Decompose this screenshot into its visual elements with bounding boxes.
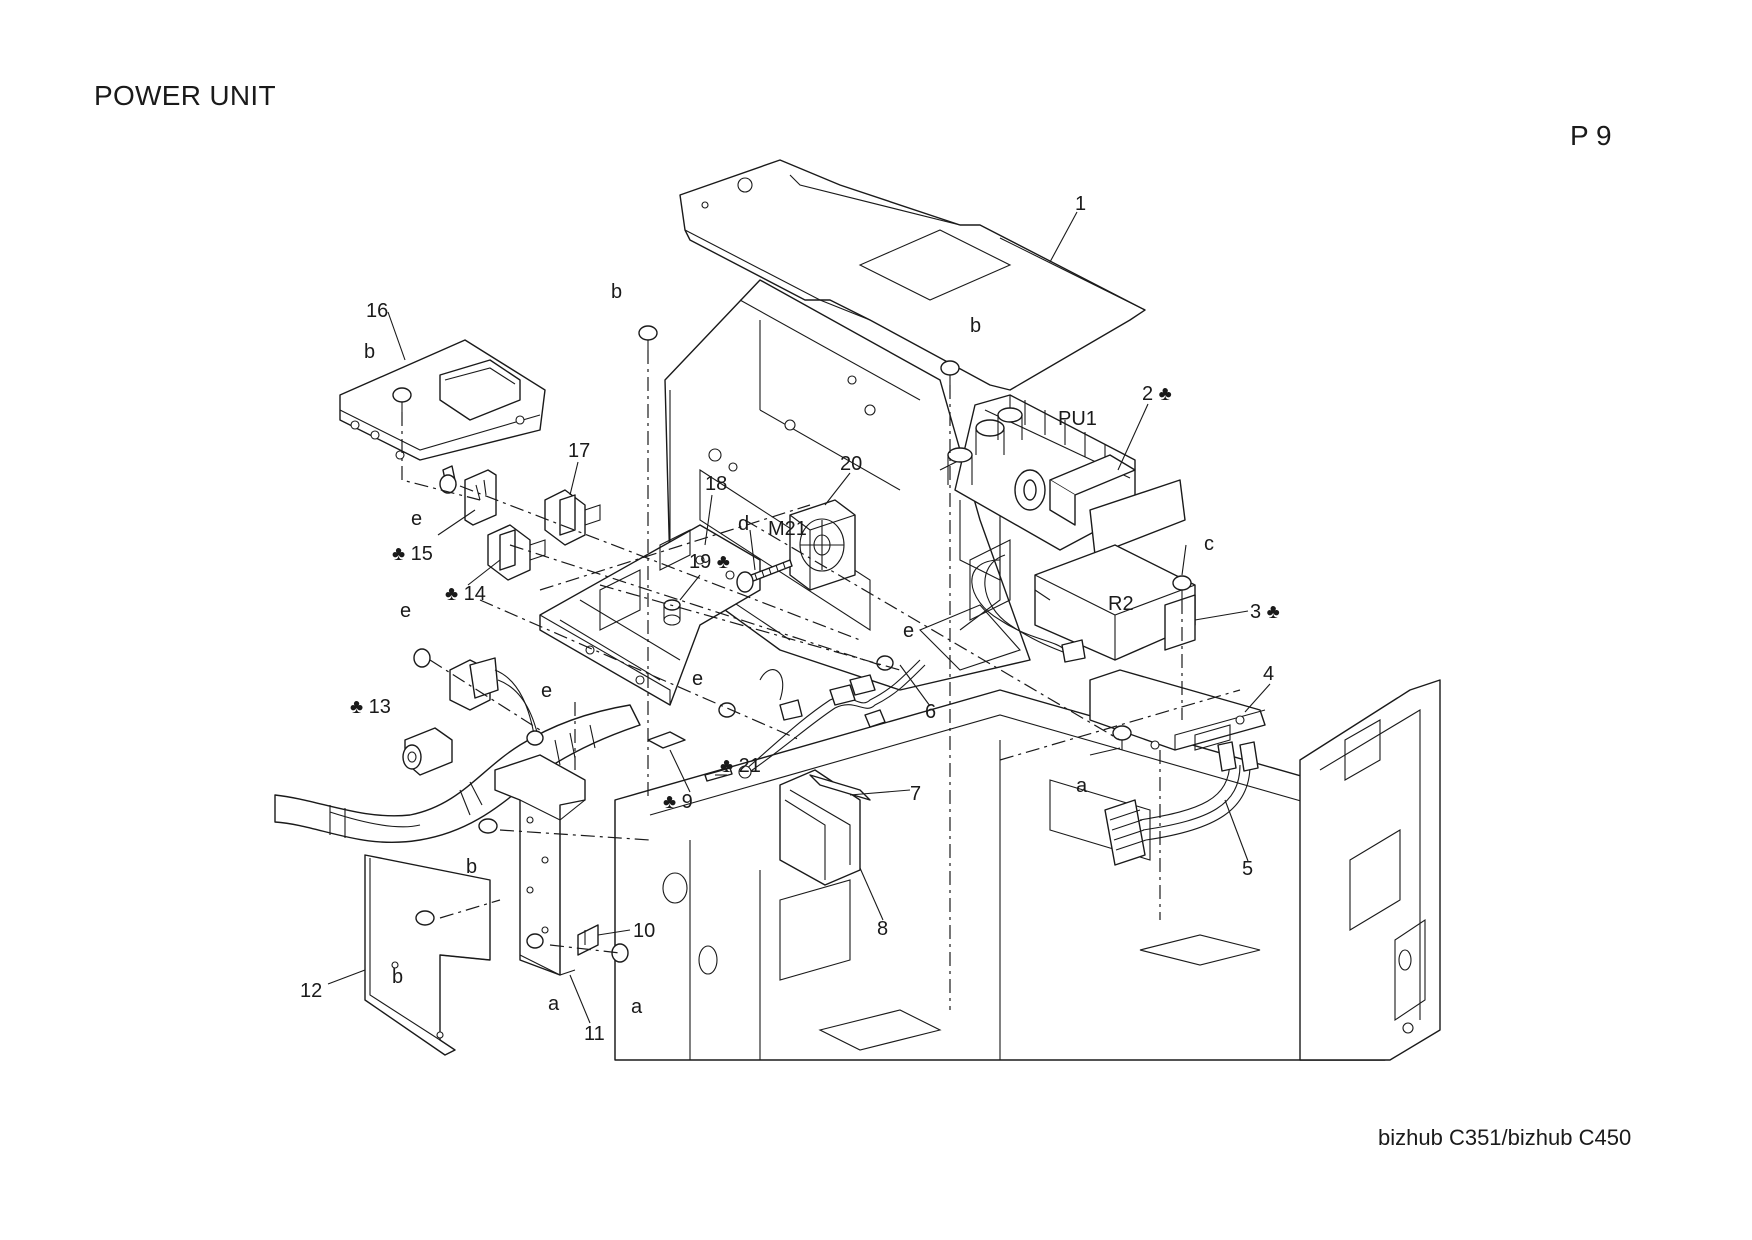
screw-label-e-left: e [400, 600, 411, 622]
callout-20: 20 [840, 453, 862, 475]
board-part-7 [779, 769, 871, 886]
callout-4: 4 [1263, 663, 1274, 685]
callout-10: 10 [633, 920, 655, 942]
model-footer: bizhub C351/bizhub C450 [1378, 1125, 1632, 1150]
top-cover-part-1 [679, 159, 1146, 391]
screw-e-15 [439, 474, 457, 494]
clip-part-10 [577, 924, 599, 956]
mounting-bracket-part-18 [539, 524, 761, 706]
screw-b-cover-16 [392, 387, 412, 412]
component-designators: PU1 R2 M21 [768, 408, 1134, 615]
callout-19: 19 ♣ [689, 551, 730, 573]
screw-b-plate-12 [415, 910, 435, 926]
screw-a-right [1112, 725, 1132, 750]
callout-5: 5 [1242, 858, 1253, 880]
callout-21: ♣ 21 [720, 755, 761, 777]
designator-pu1: PU1 [1058, 408, 1097, 430]
screw-b-bracket-11 [478, 818, 498, 834]
inlet-connector-part-17 [544, 489, 601, 546]
screw-e-left [413, 648, 431, 668]
screw-letter-labels: b b b c a d e e e e e b b a a [364, 281, 1214, 1018]
callout-6: 6 [925, 701, 936, 723]
main-harness-bundle [274, 704, 641, 844]
screw-a-clip-10 [611, 943, 629, 963]
screw-e-harness [526, 730, 544, 746]
callout-2: 2 ♣ [1142, 383, 1172, 405]
resistor-module-r2 [971, 544, 1196, 663]
screw-d [736, 559, 793, 593]
screw-label-a-clip-10: a [631, 996, 643, 1018]
main-frame [614, 679, 1441, 1061]
callout-13: ♣ 13 [350, 696, 391, 718]
screw-label-c: c [1204, 533, 1214, 555]
page-title: POWER UNIT [94, 80, 276, 111]
screw-label-b-plate-12: b [392, 966, 403, 988]
page-code: P 9 [1570, 120, 1612, 151]
leader-lines [327, 211, 1271, 1024]
screw-label-d: d [738, 513, 749, 535]
screws [392, 325, 1192, 963]
callout-14: ♣ 14 [445, 583, 486, 605]
screw-label-b-cover-16: b [364, 341, 375, 363]
callout-3: 3 ♣ [1250, 601, 1280, 623]
fan-m21-part-20 [789, 499, 856, 591]
ferrite-core-part-13 [402, 727, 453, 776]
switch-part-14 [487, 524, 546, 581]
screw-label-b-bracket-11: b [466, 856, 477, 878]
callout-9: ♣ 9 [663, 791, 693, 813]
screw-label-e-harness: e [541, 680, 552, 702]
screw-b-top-right [940, 360, 960, 385]
screw-b-top-left [638, 325, 658, 350]
screw-a-bracket-11 [526, 933, 544, 949]
callout-1: 1 [1075, 193, 1086, 215]
callout-7: 7 [910, 783, 921, 805]
callout-11: 11 [584, 1023, 605, 1045]
plate-part-9 [647, 731, 686, 749]
screw-label-b-top-right: b [970, 315, 981, 337]
callout-8: 8 [877, 918, 888, 940]
harness-part-5 [1104, 741, 1259, 866]
screw-label-e-center: e [692, 668, 703, 690]
callout-18: 18 [705, 473, 727, 495]
power-board-pu1 [947, 394, 1186, 581]
callout-16: 16 [366, 300, 388, 322]
callout-12: 12 [300, 980, 322, 1002]
screw-label-e-15: e [411, 508, 422, 530]
designator-m21: M21 [768, 518, 807, 540]
callout-labels: 1 2 ♣ 3 ♣ 4 5 6 7 8 ♣ 9 10 11 12 ♣ 13 ♣ … [300, 193, 1280, 1045]
screw-label-b-top-left: b [611, 281, 622, 303]
noise-filter-assembly [449, 657, 545, 755]
screw-c [1172, 575, 1192, 600]
screw-e-center [718, 702, 736, 718]
assembly-dash-lines [401, 350, 1241, 1010]
bracket-part-4 [1089, 669, 1266, 751]
screw-label-e-right: e [903, 620, 914, 642]
cover-part-16 [339, 339, 546, 461]
screw-label-a-bracket-11: a [548, 993, 560, 1015]
bracket-part-11 [494, 754, 586, 976]
callout-15: ♣ 15 [392, 543, 433, 565]
plate-part-12 [364, 854, 491, 1056]
callout-17: 17 [568, 440, 590, 462]
screw-label-a-right: a [1076, 775, 1088, 797]
designator-r2: R2 [1108, 593, 1134, 615]
harness-part-6 [738, 659, 926, 779]
